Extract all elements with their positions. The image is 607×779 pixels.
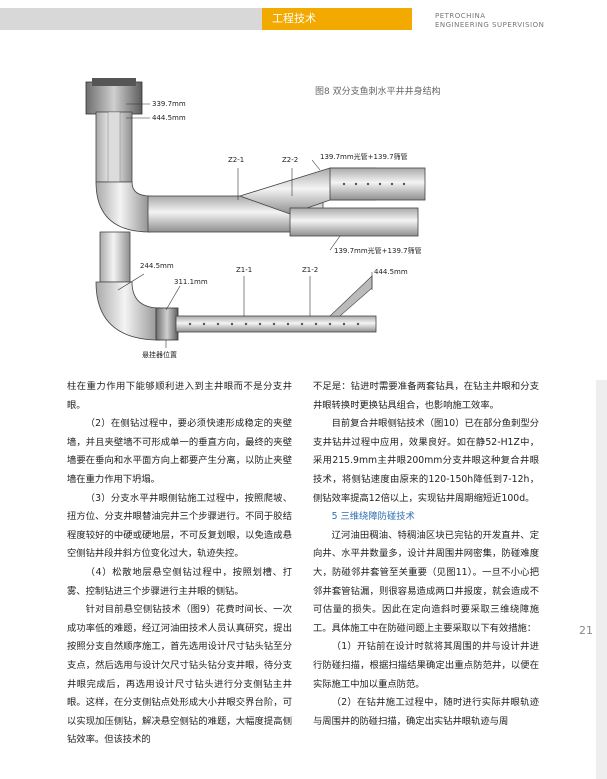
- right-text-column: 不足是：钻进时需要准备两套钻具，在钻主井眼和分支井眼转换时更换钻具组合，也影响施…: [313, 378, 539, 731]
- paragraph: 针对目前悬空侧钻技术（图9）花费时间长、一次成功率低的难题，经辽河油田技术人员认…: [67, 604, 292, 746]
- paragraph: （3）分支水平井眼侧钻施工过程中，按照爬坡、扭方位、分支井眼替油完井三个步骤进行…: [67, 492, 292, 560]
- label-pipe-top: 139.7mm光管+139.7筛管: [320, 153, 408, 161]
- upper-liner-pipe: [329, 167, 426, 201]
- lower-horizontal-pipe: [175, 315, 377, 333]
- surface-casing: [85, 81, 143, 115]
- paragraph: （1）开钻前在设计时就将其周围的井与设计井进行防碰扫描，根据扫描结果确定出重点防…: [313, 641, 539, 690]
- label-311-1mm: 311.1mm: [174, 278, 208, 286]
- paragraph: （4）松散地层悬空侧钻过程中，按照划槽、打雾、控制钻进三个步骤进行主井眼的侧钻。: [67, 566, 292, 597]
- paragraph: 柱在重力作用下能够顺利进入到主井眼而不是分支井眼。: [67, 381, 292, 411]
- label-z2-1: Z2-1: [228, 156, 245, 164]
- section-tab: 工程技术: [262, 8, 412, 30]
- label-z1-2: Z1-2: [302, 266, 319, 274]
- label-444-5mm-top: 444.5mm: [152, 114, 186, 122]
- paragraph: 不足是：钻进时需要准备两套钻具，在钻主井眼和分支井眼转换时更换钻具组合，也影响施…: [313, 381, 539, 411]
- upper-branch-curve: [95, 181, 151, 233]
- label-244-5mm: 244.5mm: [140, 262, 174, 270]
- publication-line-2: ENGINEERING SUPERVISION: [435, 21, 545, 29]
- publication-title: PETROCHINA ENGINEERING SUPERVISION: [435, 12, 544, 30]
- lower-inclined-section: [329, 275, 373, 317]
- upper-inner-pipe: [107, 111, 121, 183]
- paragraph: 辽河油田稠油、特稠油区块已完钻的开发直井、定向井、水平井数量多，设计井周围井网密…: [313, 529, 539, 634]
- label-z2-2: Z2-2: [282, 156, 299, 164]
- label-z1-1: Z1-1: [236, 266, 253, 274]
- lower-perforations: [188, 322, 360, 326]
- section-heading: 5 三维绕障防碰技术: [331, 511, 415, 523]
- well-structure-figure: [85, 78, 426, 348]
- lower-liner-pipe-1: [289, 207, 419, 237]
- lower-branch-curve: [95, 281, 161, 341]
- wellhead-cap: [92, 78, 136, 86]
- hanger-block: [155, 307, 179, 341]
- mid-vertical-pipe: [99, 231, 131, 283]
- publication-line-1: PETROCHINA: [435, 12, 486, 20]
- page-number: 21: [579, 624, 593, 637]
- label-hanger-position: 悬挂器位置: [142, 351, 177, 359]
- paragraph: （2）在侧钻过程中，要必须快速形成稳定的夹壁墙，并且夹壁墙不可形成单一的垂直方向…: [67, 418, 292, 485]
- paragraph: （2）在钻井施工过程中，随时进行实际井眼轨迹与周围井的防碰扫描，确定出实钻井眼轨…: [313, 697, 539, 727]
- paragraph: 目前复合井眼侧钻技术（图10）已在部分鱼刺型分支井钻井过程中应用，效果良好。如在…: [313, 418, 539, 504]
- label-339-7mm: 339.7mm: [152, 100, 186, 108]
- label-444-5mm-right: 444.5mm: [374, 268, 408, 276]
- figure-caption: 图8 双分支鱼刺水平井井身结构: [315, 87, 441, 97]
- upper-perforations: [342, 182, 406, 186]
- label-pipe-mid: 139.7mm光管+139.7筛管: [334, 247, 422, 255]
- header-bar: [0, 8, 262, 30]
- leader-lines: [117, 103, 373, 348]
- left-text-column: 柱在重力作用下能够顺利进入到主井眼而不是分支井眼。 （2）在侧钻过程中，要必须快…: [67, 378, 292, 750]
- page-edge-bar: [596, 380, 607, 779]
